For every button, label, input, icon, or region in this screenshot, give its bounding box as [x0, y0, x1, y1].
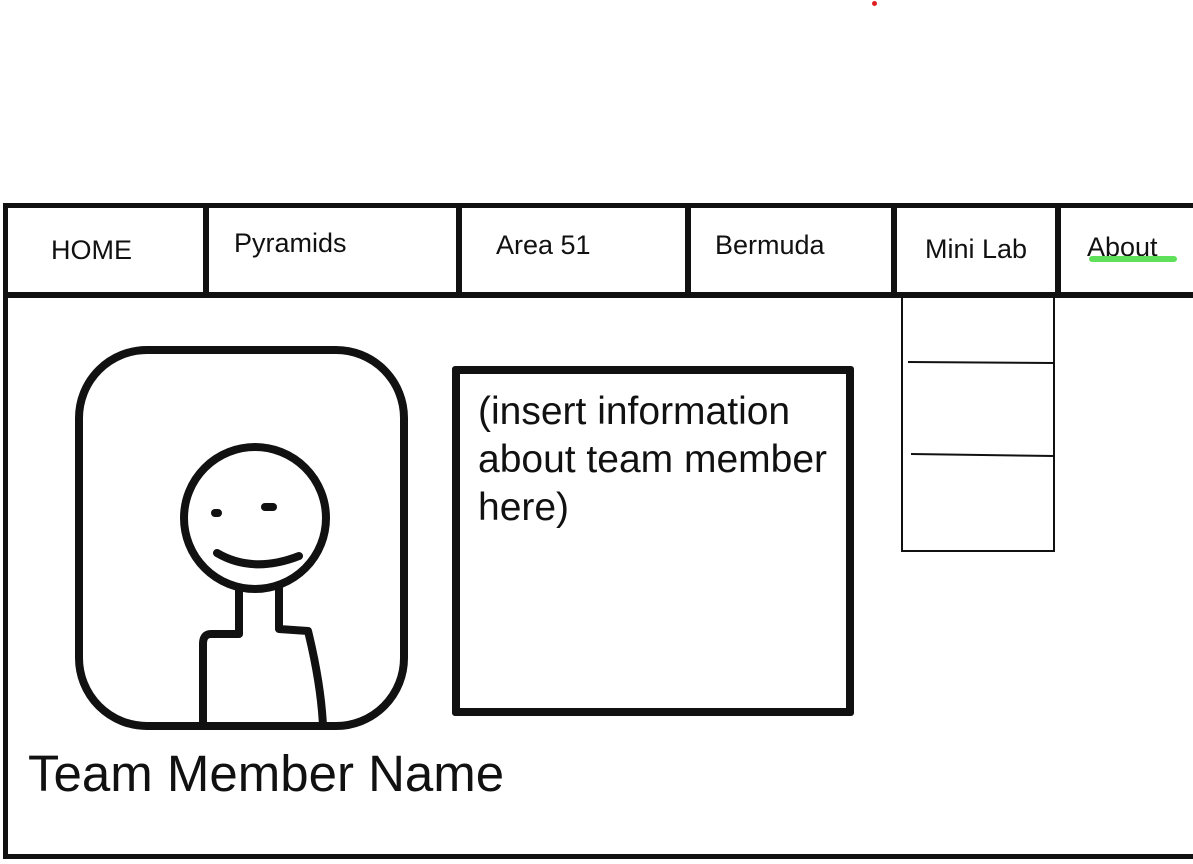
page-frame: HOME Pyramids Area 51 Bermuda Mini Lab A…	[3, 203, 1193, 859]
nav-item-about[interactable]: About	[1061, 208, 1193, 292]
nav-item-label: Pyramids	[234, 228, 347, 258]
dropdown-item-2[interactable]	[903, 364, 1053, 454]
person-sketch-icon	[180, 443, 330, 722]
nav-item-label: Area 51	[496, 230, 591, 260]
dropdown-item-1[interactable]	[903, 298, 1053, 362]
nav-item-pyramids[interactable]: Pyramids	[209, 208, 456, 292]
nav-item-label: HOME	[51, 235, 132, 265]
member-info-box	[452, 366, 854, 716]
member-info-text: (insert information about team member he…	[478, 390, 828, 529]
active-tab-underline	[1089, 256, 1177, 262]
nav-divider	[203, 208, 209, 294]
nav-item-label: Bermuda	[715, 230, 825, 260]
nav-item-area-51[interactable]: Area 51	[462, 208, 685, 292]
nav-item-mini-lab[interactable]: Mini Lab	[897, 208, 1055, 292]
dropdown-item-3[interactable]	[903, 456, 1053, 550]
nav-item-home[interactable]: HOME	[8, 208, 203, 292]
nav-divider	[685, 208, 691, 294]
nav-divider	[1055, 208, 1061, 294]
nav-item-bermuda[interactable]: Bermuda	[691, 208, 891, 292]
team-member-name: Team Member Name	[28, 745, 505, 802]
nav-divider	[456, 208, 462, 294]
team-member-photo	[75, 346, 408, 730]
nav-item-label: Mini Lab	[925, 234, 1028, 264]
nav-divider	[891, 208, 897, 294]
marker-dot	[872, 1, 877, 6]
mini-lab-dropdown	[901, 296, 1055, 552]
nav-bar: HOME Pyramids Area 51 Bermuda Mini Lab A…	[8, 208, 1193, 298]
